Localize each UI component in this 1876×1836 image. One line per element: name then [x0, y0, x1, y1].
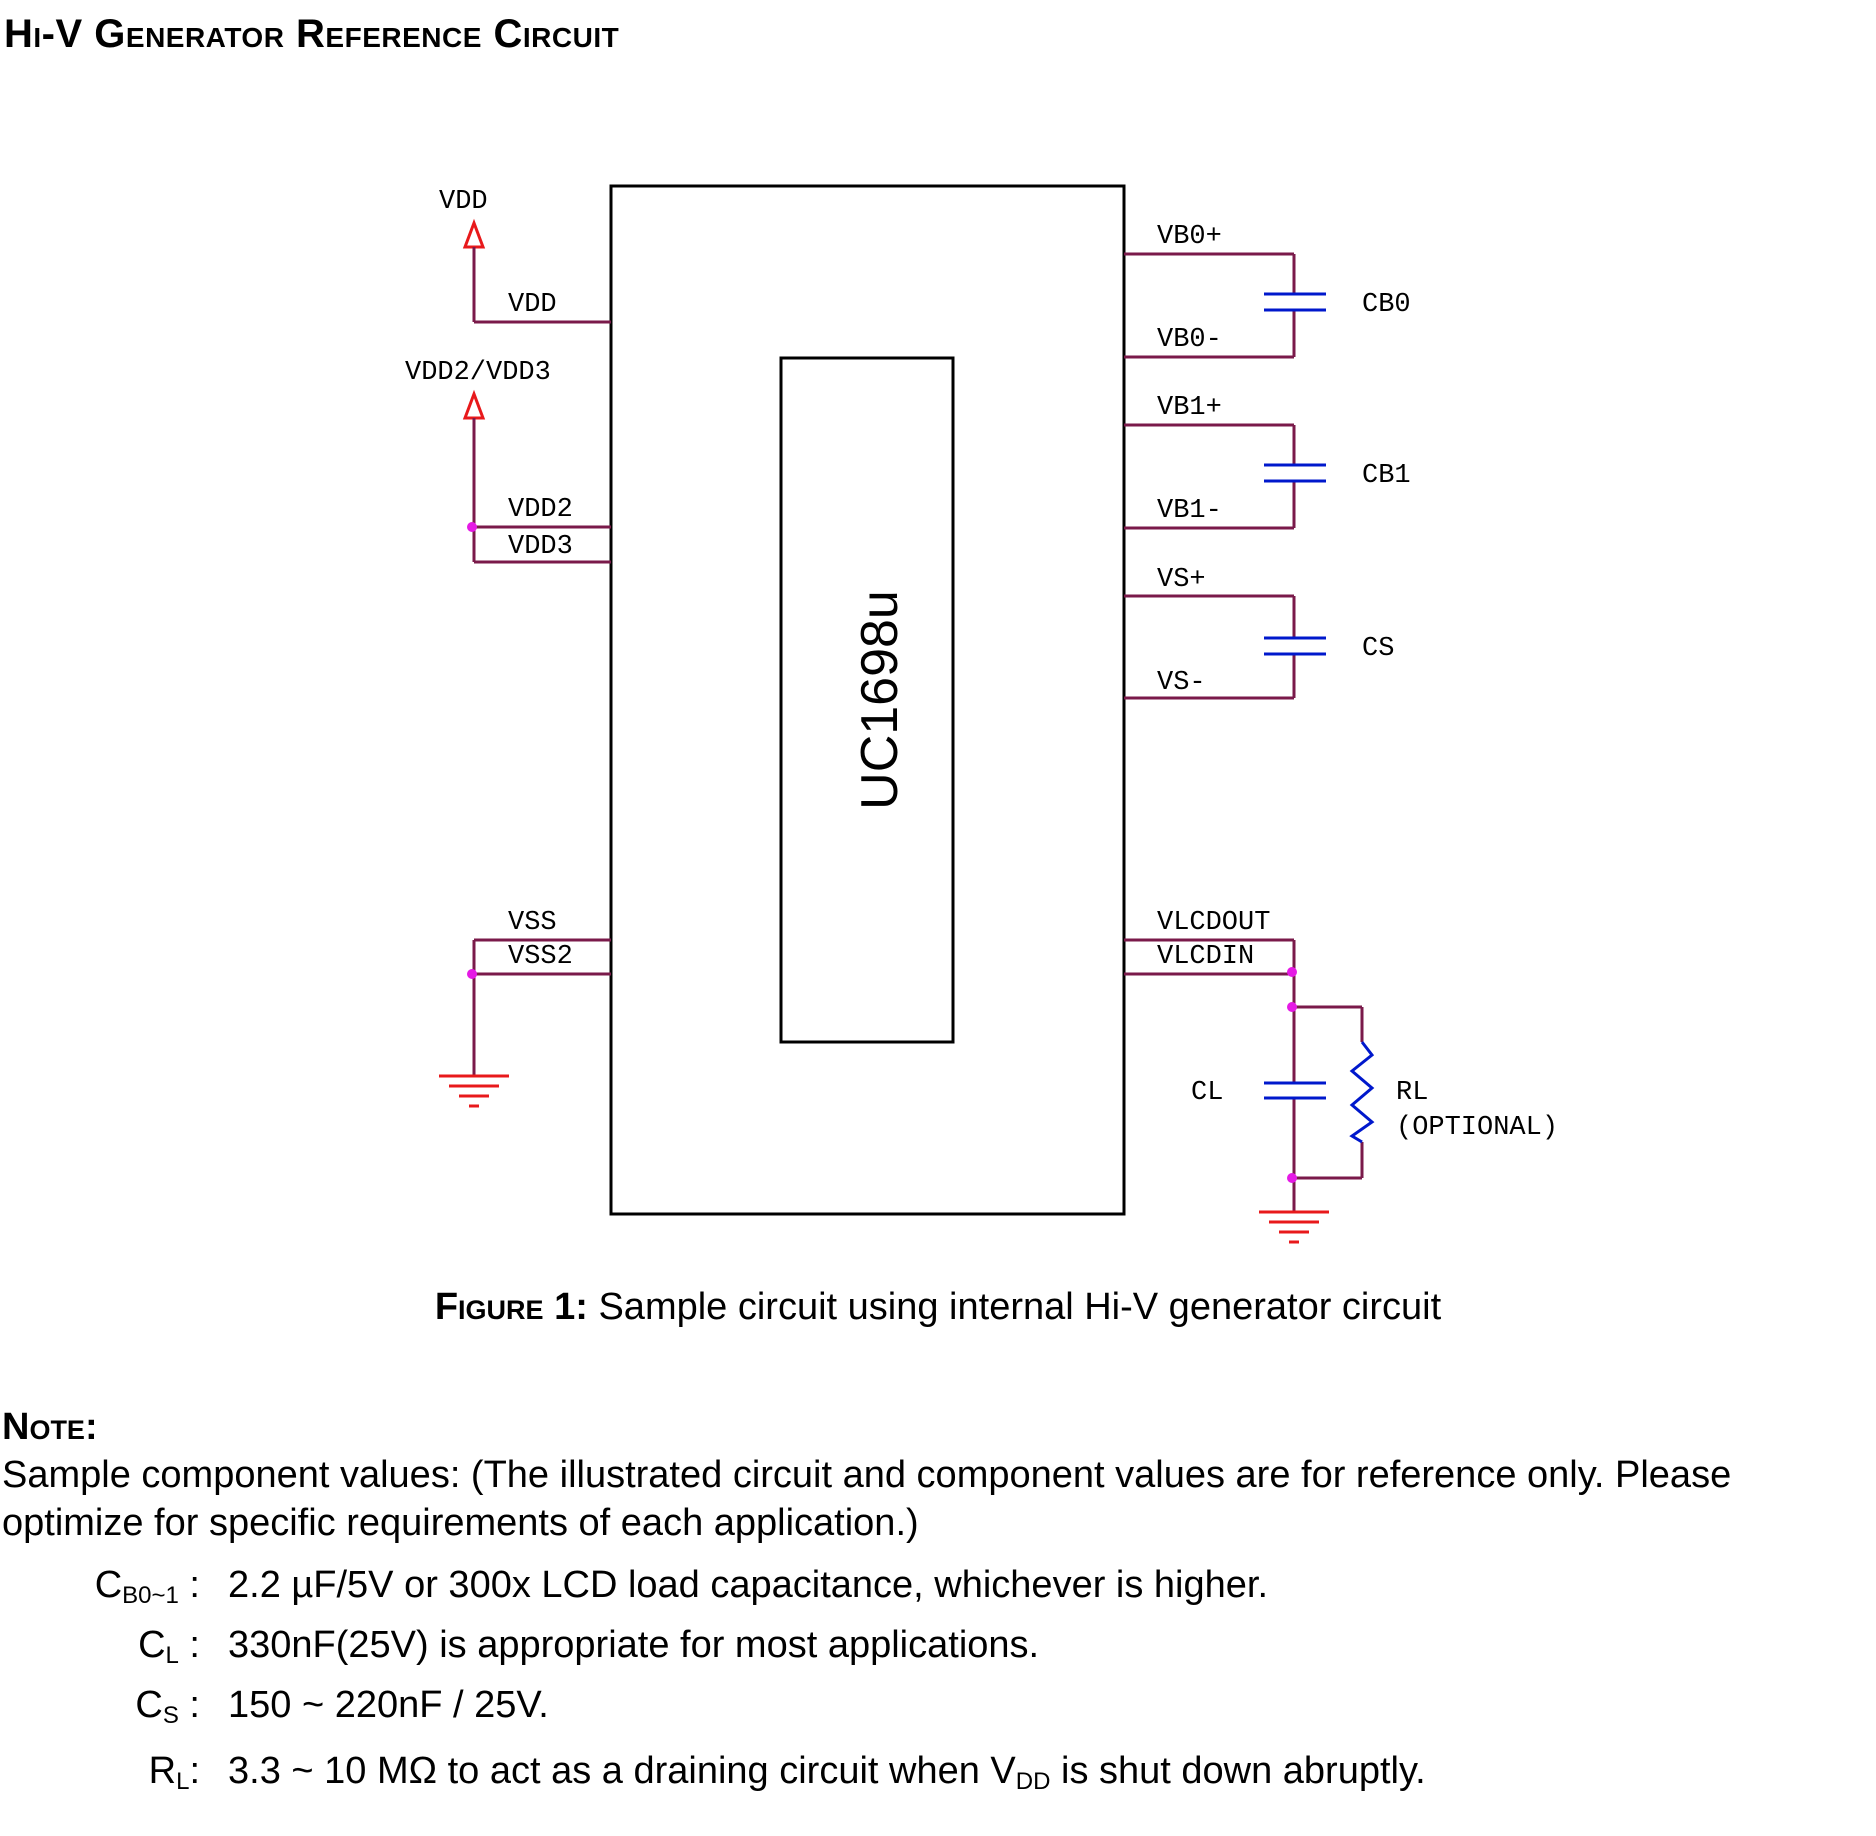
- vlcd-network: [1124, 938, 1364, 1212]
- vb1p-label: VB1+: [1157, 393, 1222, 423]
- vss-ground-network: [467, 938, 611, 1076]
- vlcdin-label: VLCDIN: [1157, 942, 1254, 972]
- note-item-value: 330nF(25V) is appropriate for most appli…: [228, 1624, 1040, 1666]
- chip-outline: [609, 184, 1126, 1216]
- capacitor-icon-cl: [1264, 1081, 1326, 1100]
- note-item-value: 150 ~ 220nF / 25V.: [228, 1684, 549, 1726]
- cs-network: [1124, 594, 1296, 700]
- vlcdout-label: VLCDOUT: [1157, 908, 1270, 938]
- chip-inner-box: [779, 356, 955, 1044]
- vdd-supply-label: VDD: [439, 187, 488, 217]
- note-item-value: 3.3 ~ 10 MΩ to act as a draining circuit…: [228, 1750, 1426, 1795]
- cl-label: CL: [1191, 1078, 1223, 1108]
- capacitor-icon-cb0: [1264, 292, 1326, 312]
- ground-icon-vlcd: [1259, 1210, 1329, 1244]
- figure-number: Figure 1:: [434, 1286, 588, 1328]
- vdd3-pin-label: VDD3: [508, 532, 573, 562]
- note-item-symbol: CL :: [138, 1624, 200, 1669]
- vsm-label: VS-: [1157, 668, 1206, 698]
- rl-optional-label: (OPTIONAL): [1396, 1113, 1558, 1143]
- ground-icon: [439, 1074, 509, 1108]
- vdd23-supply-symbol: [462, 389, 611, 564]
- resistor-icon-rl: [1349, 1041, 1375, 1144]
- note-heading: Note:: [2, 1406, 98, 1448]
- note-item-value: 2.2 µF/5V or 300x LCD load capacitance, …: [228, 1564, 1269, 1606]
- capacitor-icon-cs: [1264, 636, 1326, 656]
- note-item-symbol: CS :: [135, 1684, 200, 1729]
- cb0-label: CB0: [1362, 290, 1411, 320]
- chip-name: UC1698u: [851, 590, 909, 810]
- schematic-diagram: UC1698u VDD VDD VDD2/VDD3 VDD2 VDD3 VSS …: [405, 184, 1558, 1244]
- figure-caption-text: Sample circuit using internal Hi-V gener…: [587, 1286, 1442, 1328]
- note-item-symbol: RL:: [148, 1750, 200, 1795]
- vdd-supply-symbol: [462, 218, 611, 324]
- vsp-label: VS+: [1157, 565, 1206, 595]
- page-title: Hi-V Generator Reference Circuit: [4, 12, 620, 56]
- vb1m-label: VB1-: [1157, 496, 1222, 526]
- rl-label: RL: [1396, 1078, 1428, 1108]
- vss-pin-label: VSS: [508, 908, 557, 938]
- vb0p-label: VB0+: [1157, 222, 1222, 252]
- cb0-network: [1124, 252, 1296, 359]
- vss2-pin-label: VSS2: [508, 942, 573, 972]
- note-item-symbol: CB0~1 :: [94, 1564, 200, 1609]
- cb1-network: [1124, 423, 1296, 530]
- capacitor-icon-cb1: [1264, 463, 1326, 483]
- cb1-label: CB1: [1362, 461, 1411, 491]
- vb0m-label: VB0-: [1157, 325, 1222, 355]
- cs-label: CS: [1362, 634, 1394, 664]
- vdd2-pin-label: VDD2: [508, 495, 573, 525]
- note-intro: Sample component values: (The illustrate…: [2, 1454, 1732, 1544]
- figure-caption: Figure 1: Sample circuit using internal …: [0, 1286, 1876, 1329]
- vdd-pin-label: VDD: [508, 290, 557, 320]
- vdd23-supply-label: VDD2/VDD3: [405, 358, 551, 388]
